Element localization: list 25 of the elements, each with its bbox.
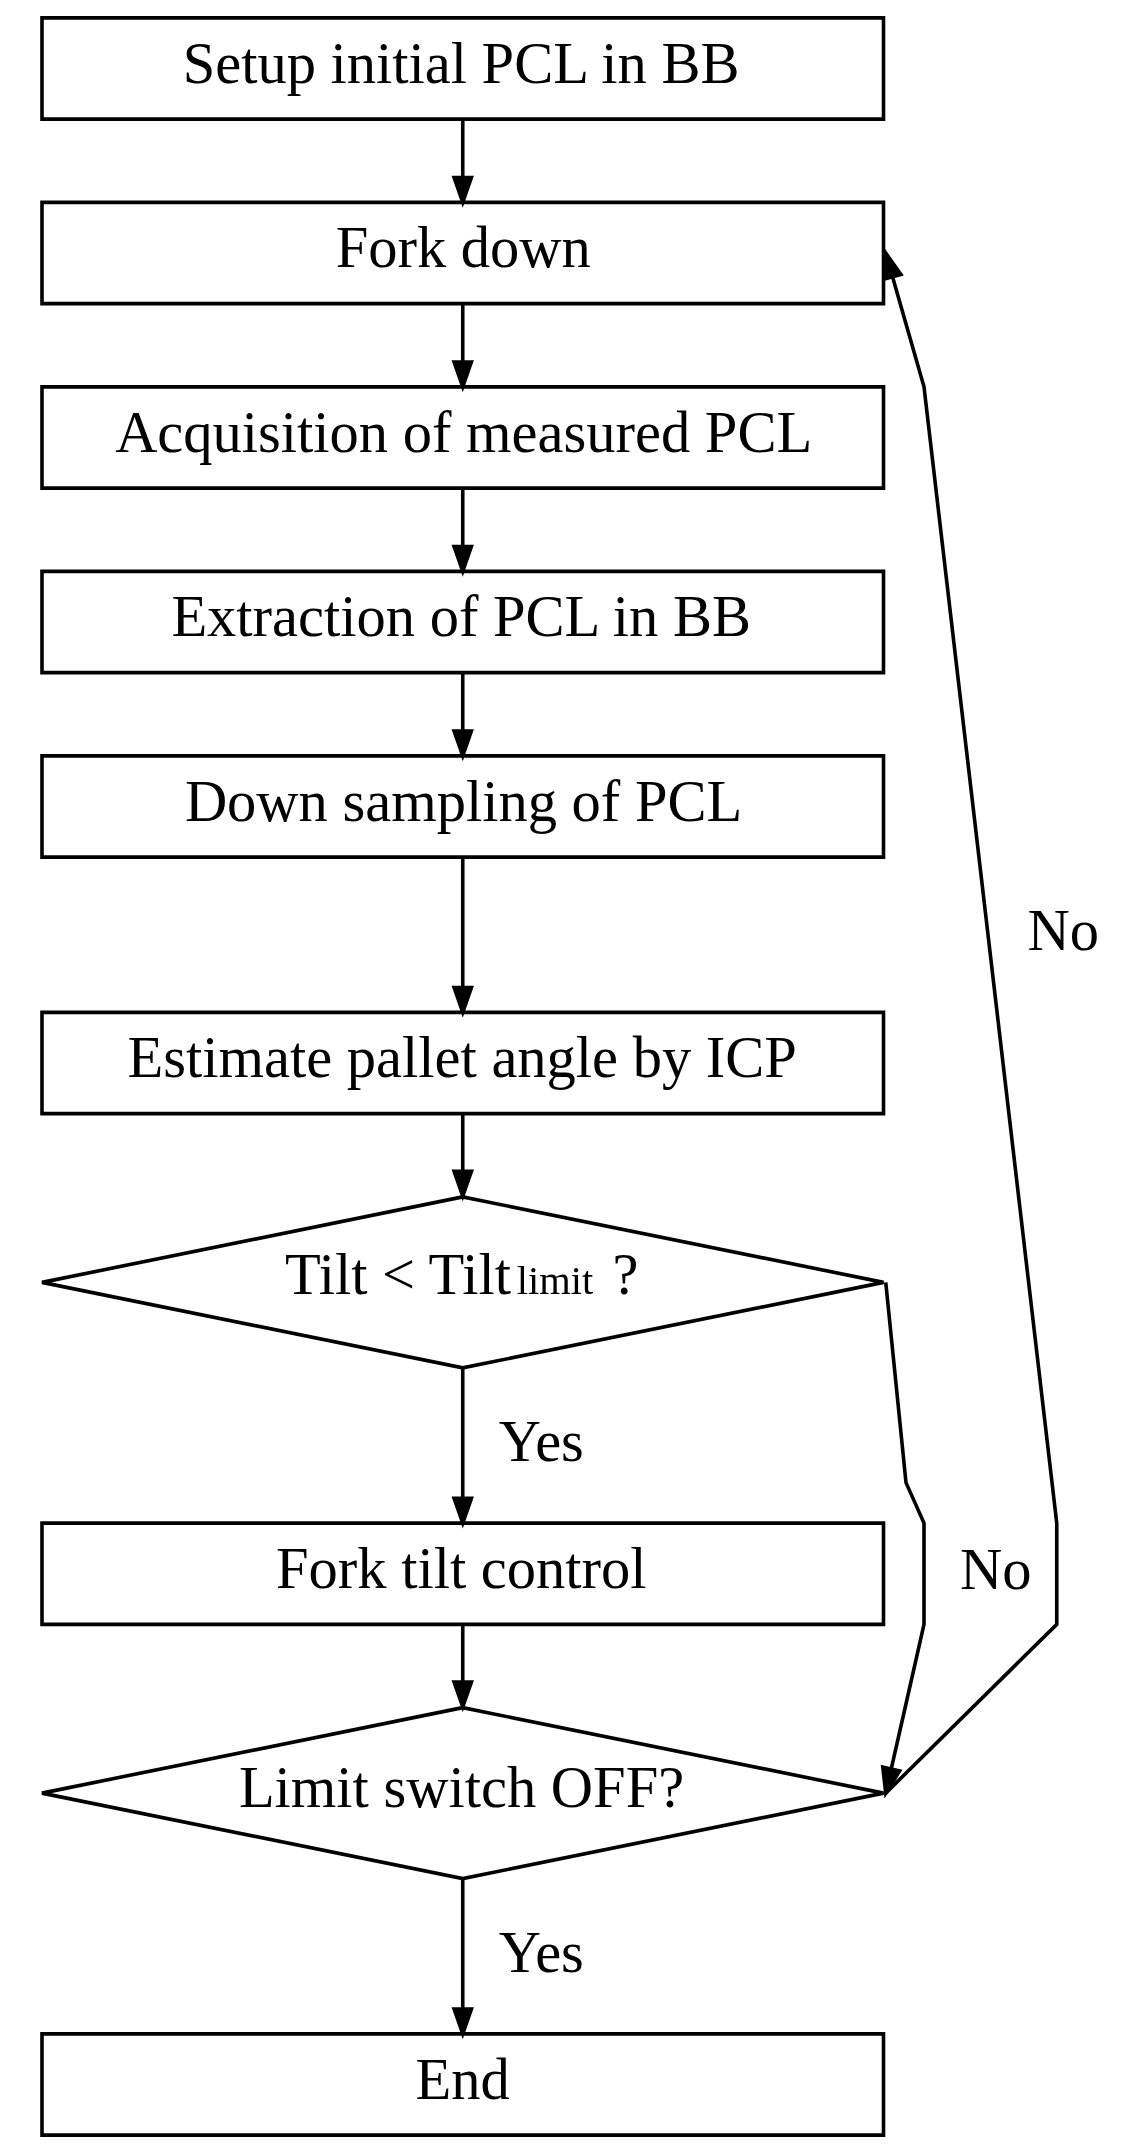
edge-label: No [959, 1537, 1031, 1603]
arrow [451, 1368, 474, 1529]
arrow [881, 247, 1059, 1795]
node-box: Estimate pallet angle by ICP [39, 1010, 885, 1116]
edge-label: Yes [498, 1408, 584, 1474]
arrow [451, 673, 474, 762]
arrow [451, 119, 474, 208]
arrow [451, 488, 474, 577]
node-box: Setup initial PCL in BB [39, 16, 885, 121]
edge-label: Yes [498, 1919, 584, 1985]
node-box: Extraction of PCL in BB [39, 569, 885, 675]
arrow [451, 1114, 474, 1202]
node-diamond: Limit switch OFF? [39, 1705, 885, 1881]
node-box: Acquisition of measured PCL [39, 385, 885, 490]
node-box: Down sampling of PCL [39, 754, 885, 859]
arrow [451, 1879, 474, 2040]
node-diamond: Tilt < Tiltlimit ? [39, 1195, 885, 1370]
node-box: End [39, 2032, 885, 2137]
arrow [451, 1624, 474, 1713]
arrow [880, 1282, 926, 1799]
node-box: Fork tilt control [39, 1521, 885, 1627]
edge-label: No [1027, 898, 1099, 964]
node-box: Fork down [39, 200, 885, 306]
arrow [451, 304, 474, 393]
arrow [451, 857, 474, 1018]
